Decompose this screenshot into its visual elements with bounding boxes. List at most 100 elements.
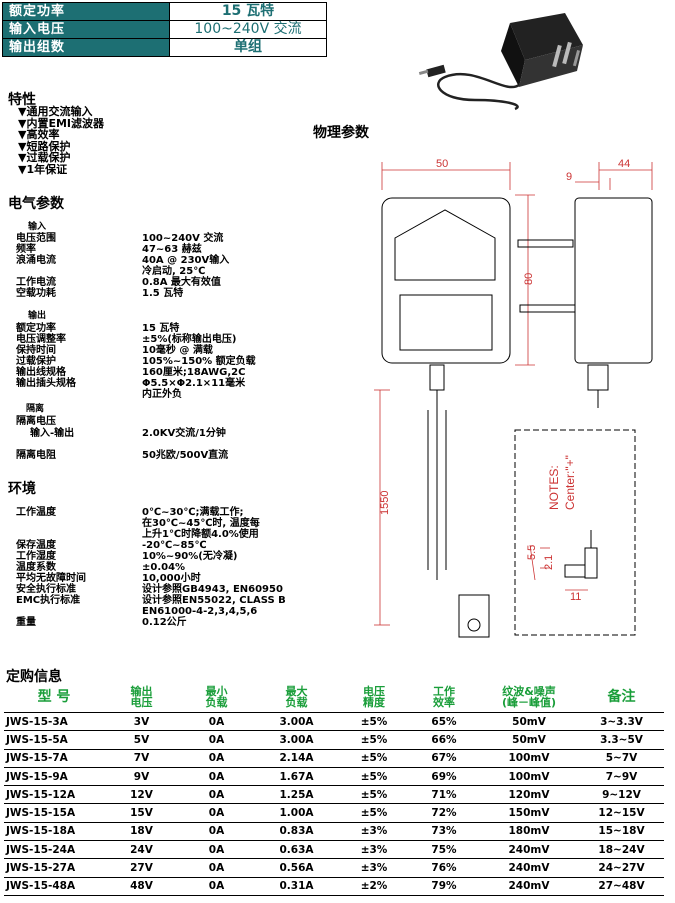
table-cell: 72% xyxy=(409,803,479,823)
spec-value: ±5%(标称输出电压) xyxy=(142,334,237,345)
table-cell: 0.63A xyxy=(254,840,339,860)
table-cell: 65% xyxy=(409,712,479,732)
notes-label: NOTES: xyxy=(547,465,561,510)
table-cell: 0.31A xyxy=(254,877,339,896)
feature-item: ▼过载保护 xyxy=(18,151,71,164)
order-header-row: 型 号 输出 电压 最小 负载 最大 负载 电压 精度 工作 效率 纹波&噪声 … xyxy=(4,682,664,713)
col-remark: 备注 xyxy=(579,682,664,713)
order-table: 型 号 输出 电压 最小 负载 最大 负载 电压 精度 工作 效率 纹波&噪声 … xyxy=(4,682,664,896)
spacer xyxy=(16,606,86,617)
dim-11: 11 xyxy=(570,591,581,603)
table-cell: 66% xyxy=(409,730,479,750)
feature-item: ▼1年保证 xyxy=(18,162,68,176)
table-cell: JWS-15-12A xyxy=(4,785,104,805)
spec-label: 工作温度 xyxy=(16,507,56,518)
spec-label: 过载保护 xyxy=(16,356,56,367)
table-cell: ±5% xyxy=(339,803,409,823)
center-note: Center:"+" xyxy=(563,455,577,510)
iso-res-value: 50兆欧/500V直流 xyxy=(142,450,229,461)
table-cell: ±3% xyxy=(339,822,409,842)
table-cell: 24V xyxy=(104,840,179,860)
table-cell: 79% xyxy=(409,877,479,896)
table-cell: 120mV xyxy=(479,785,579,805)
output-values: 15 瓦特 ±5%(标称输出电压) 10毫秒 @ 满载 105%~150% 额定… xyxy=(142,323,256,400)
spec-value: 10毫秒 @ 满载 xyxy=(142,345,213,356)
table-cell: 18~24V xyxy=(579,840,664,860)
spec-value: EN61000-4-2,3,4,5,6 xyxy=(142,606,258,617)
header-label: 输出组数 xyxy=(2,38,170,57)
col-ripple: 纹波&噪声 (峰－峰值) xyxy=(479,682,579,713)
dim-5-5: 5.5 xyxy=(526,545,538,560)
spec-value: Φ5.5×Φ2.1×11毫米 xyxy=(142,378,246,389)
header-value: 100~240V 交流 xyxy=(169,20,327,39)
spec-value: -20℃~85℃ xyxy=(142,540,207,551)
table-cell: 3V xyxy=(104,712,179,732)
table-cell: ±5% xyxy=(339,730,409,750)
spec-value: 1.5 瓦特 xyxy=(142,288,184,299)
table-cell: JWS-15-15A xyxy=(4,803,104,823)
output-labels: 额定功率 电压调整率 保持时间 过载保护 输出线规格 输出插头规格 xyxy=(16,323,76,389)
table-cell: 75% xyxy=(409,840,479,860)
dim-height: 80 xyxy=(523,273,535,285)
electrical-title: 电气参数 xyxy=(8,196,64,212)
spec-label: 电压范围 xyxy=(16,233,56,244)
table-cell: ±5% xyxy=(339,785,409,805)
col-output-voltage: 输出 电压 xyxy=(104,682,179,713)
spec-value: 0.12公斤 xyxy=(142,617,187,628)
table-cell: 73% xyxy=(409,822,479,842)
isolation-subtitle: 隔离 xyxy=(26,404,45,414)
iso-io-label: 输入-输出 xyxy=(30,428,75,439)
header-label: 输入电压 xyxy=(2,20,170,39)
table-cell: 100mV xyxy=(479,749,579,768)
features-title: 特性 xyxy=(8,92,36,108)
table-cell: 1.25A xyxy=(254,785,339,805)
spec-value: 15 瓦特 xyxy=(142,323,180,334)
input-subtitle: 输入 xyxy=(28,222,47,232)
spec-label: 输出线规格 xyxy=(16,367,66,378)
spec-value: 100~240V 交流 xyxy=(142,233,224,244)
spec-label: 安全执行标准 xyxy=(16,584,76,595)
dim-9: 9 xyxy=(566,171,572,183)
spec-label: EMC执行标准 xyxy=(16,595,81,606)
table-cell: 71% xyxy=(409,785,479,805)
dim-width: 50 xyxy=(436,158,448,170)
table-cell: 0A xyxy=(179,767,254,787)
spec-value: 10%~90%(无冷凝) xyxy=(142,551,238,562)
table-cell: 240mV xyxy=(479,840,579,860)
table-cell: JWS-15-18A xyxy=(4,822,104,842)
feature-item: ▼内置EMI滤波器 xyxy=(18,116,105,130)
table-cell: 180mV xyxy=(479,822,579,842)
spec-value: 10,000小时 xyxy=(142,573,201,584)
table-cell: ±3% xyxy=(339,840,409,860)
table-cell: 0.56A xyxy=(254,858,339,878)
table-cell: 1.67A xyxy=(254,767,339,787)
environment-title: 环境 xyxy=(8,481,36,497)
dimension-drawing: 50 44 9 80 1550 5.5 2.1 11 NOTES: Center… xyxy=(374,158,653,638)
table-cell: ±5% xyxy=(339,712,409,732)
table-cell: 9~12V xyxy=(579,785,664,805)
feature-item: ▼高效率 xyxy=(18,128,60,141)
spec-header-table: 额定功率 15 瓦特 输入电压 100~240V 交流 输出组数 单组 xyxy=(2,2,327,57)
table-cell: 0A xyxy=(179,803,254,823)
table-cell: 50mV xyxy=(479,730,579,750)
table-cell: 1.00A xyxy=(254,803,339,823)
env-labels: 工作温度 保存温度 工作湿度 温度系数 平均无故障时间 安全执行标准 EMC执行… xyxy=(16,507,86,628)
output-subtitle: 输出 xyxy=(28,311,47,321)
dim-cable: 1550 xyxy=(379,491,391,515)
spec-label: 工作电流 xyxy=(16,277,56,288)
table-cell: ±5% xyxy=(339,749,409,768)
feature-item: ▼通用交流输入 xyxy=(18,105,93,118)
table-cell: 0.83A xyxy=(254,822,339,842)
feature-list: ▼通用交流输入 ▼内置EMI滤波器 ▼高效率 ▼短路保护 ▼过载保护 ▼1年保证 xyxy=(18,106,104,175)
table-cell: 100mV xyxy=(479,767,579,787)
input-values: 100~240V 交流 47~63 赫兹 40A @ 230V输入 冷启动, 2… xyxy=(142,233,229,299)
input-labels: 电压范围 频率 浪涌电流 工作电流 空载功耗 xyxy=(16,233,56,299)
